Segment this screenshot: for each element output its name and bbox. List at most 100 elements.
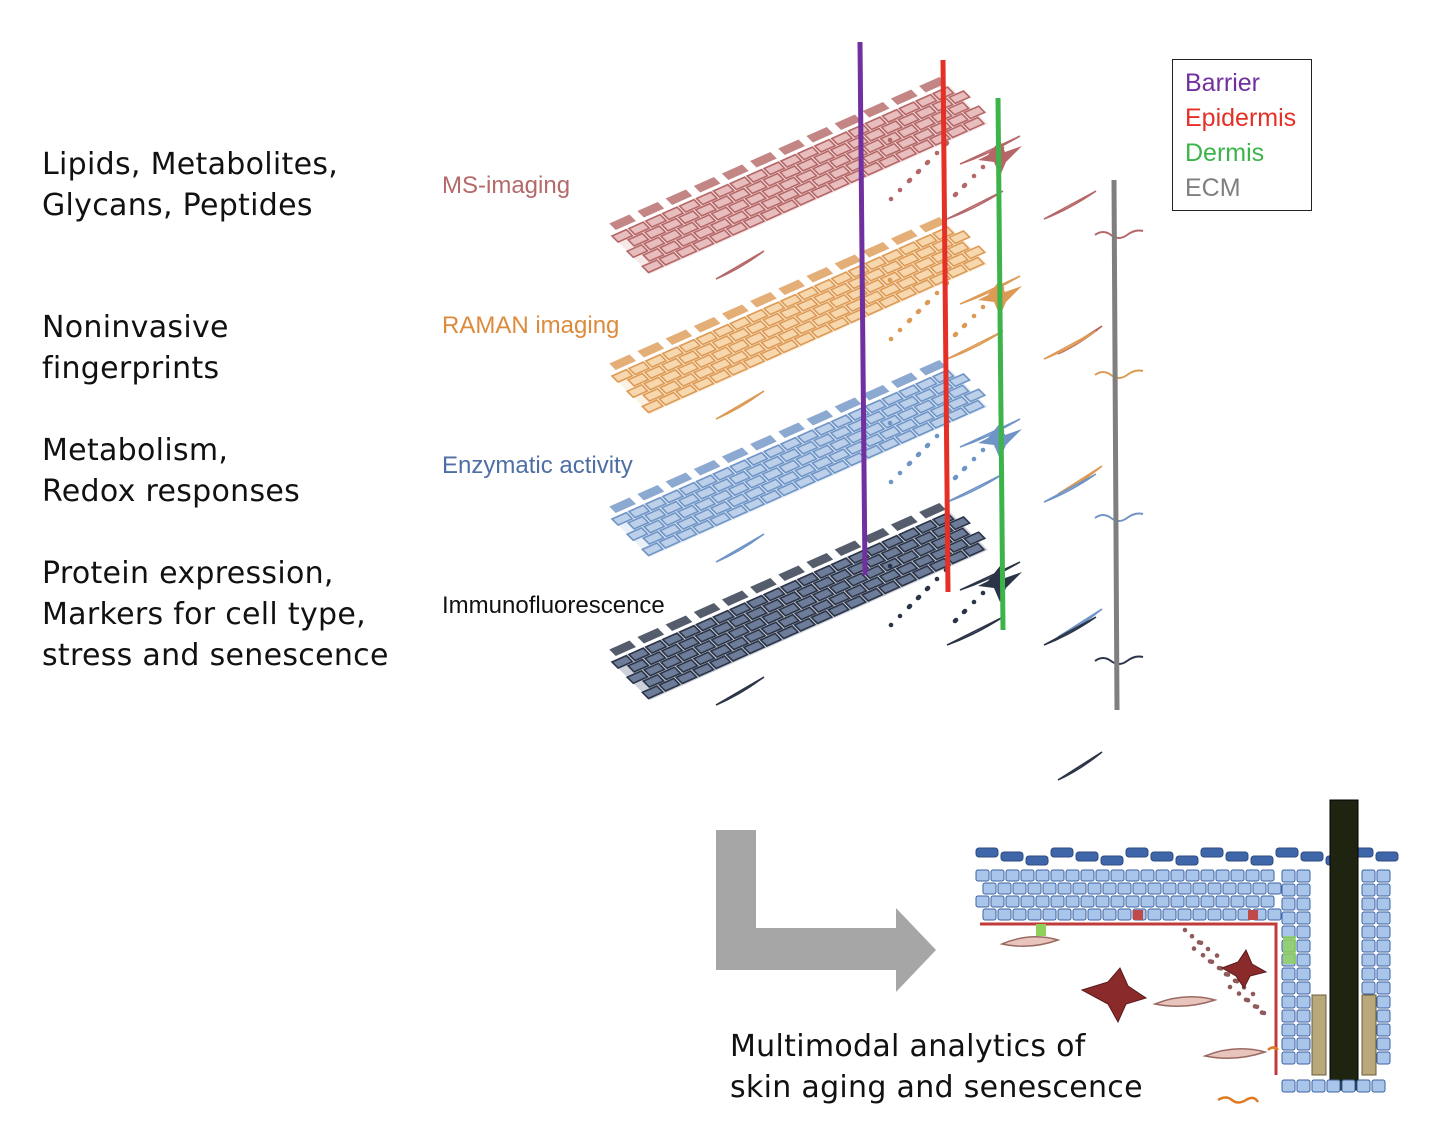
keratinocyte xyxy=(1005,895,1020,908)
cell xyxy=(863,127,887,142)
follicle-keratinocyte xyxy=(1296,925,1311,939)
cell xyxy=(864,116,888,131)
keratinocyte xyxy=(1080,895,1095,908)
molecule-dot xyxy=(1182,927,1188,933)
molecule-dot xyxy=(887,277,893,283)
cell xyxy=(657,677,682,692)
follicle-keratinocyte xyxy=(1376,939,1391,953)
cell xyxy=(793,331,817,346)
cell xyxy=(641,387,666,403)
corneocyte xyxy=(1200,847,1224,858)
cell xyxy=(761,455,786,470)
cell xyxy=(642,236,666,251)
barrier-cell xyxy=(609,354,636,370)
cell xyxy=(728,187,752,202)
dermis-line xyxy=(995,97,1006,631)
cell xyxy=(946,538,970,554)
cell xyxy=(897,101,922,116)
follicle-keratinocyte xyxy=(1281,869,1296,883)
cell xyxy=(962,116,986,131)
corneocyte xyxy=(1225,851,1249,862)
cell xyxy=(761,183,785,199)
cell xyxy=(912,127,936,143)
cell xyxy=(693,639,717,655)
follicle-keratinocyte xyxy=(1296,995,1311,1009)
keratinocyte xyxy=(990,895,1005,908)
cell xyxy=(674,527,698,542)
cell xyxy=(658,240,682,255)
ecm-fiber xyxy=(1094,512,1144,522)
skin-section-illustration xyxy=(975,799,1399,1104)
cell xyxy=(776,339,800,354)
cell xyxy=(661,206,685,221)
cell xyxy=(810,172,835,188)
follicle-keratinocyte xyxy=(1281,1023,1296,1037)
cell xyxy=(728,602,753,617)
cell xyxy=(912,553,936,569)
cell xyxy=(878,142,902,158)
cell xyxy=(793,180,818,195)
cell xyxy=(794,451,818,467)
follicle-keratinocyte xyxy=(1296,939,1311,953)
cell xyxy=(659,511,683,527)
follicle-keratinocyte xyxy=(1376,1037,1391,1051)
cell xyxy=(878,425,902,441)
cell xyxy=(642,376,666,391)
corneocyte xyxy=(1300,851,1324,862)
cell xyxy=(776,199,800,214)
cell xyxy=(914,93,938,109)
corneocyte xyxy=(1000,851,1024,862)
keratinocyte xyxy=(1102,908,1117,921)
cell xyxy=(728,470,752,485)
cell xyxy=(863,410,887,425)
molecule-dot xyxy=(1245,997,1251,1003)
cell xyxy=(760,335,784,350)
keratinocyte xyxy=(1095,895,1110,908)
barrier-cell xyxy=(693,603,721,619)
keratinocyte xyxy=(997,882,1012,895)
cell xyxy=(708,369,732,384)
barrier-cell xyxy=(778,139,805,155)
cell xyxy=(810,467,834,482)
keratinocyte xyxy=(1072,882,1087,895)
cell xyxy=(946,241,971,256)
ecm-fiber xyxy=(1094,369,1144,379)
molecule-dot xyxy=(934,433,940,439)
cell xyxy=(676,361,700,376)
cell xyxy=(829,568,853,583)
imaging-layers xyxy=(609,77,1144,781)
cell xyxy=(862,278,886,294)
follicle-keratinocyte xyxy=(1296,1023,1311,1037)
cell xyxy=(811,161,835,176)
cell xyxy=(694,202,718,217)
follicle-keratinocyte xyxy=(1281,911,1296,925)
cell xyxy=(727,198,751,214)
cell xyxy=(897,538,921,553)
follicle-keratinocyte xyxy=(1296,953,1311,967)
cell xyxy=(779,436,803,452)
molecule-dot xyxy=(925,159,931,165)
cell xyxy=(830,414,854,429)
follicle-keratinocyte xyxy=(1296,911,1311,925)
keratinocyte xyxy=(1147,882,1162,895)
cell xyxy=(709,643,733,659)
cell xyxy=(894,286,918,301)
cell xyxy=(796,146,820,161)
bulb-cell xyxy=(1311,1079,1326,1093)
cell xyxy=(627,504,651,519)
keratinocyte xyxy=(1192,908,1207,921)
cell xyxy=(843,595,867,610)
molecule-dot xyxy=(888,336,894,342)
molecule-dot xyxy=(897,613,903,619)
cell xyxy=(644,639,668,655)
cell xyxy=(830,131,854,146)
barrier-cell xyxy=(750,435,777,451)
cell xyxy=(810,455,835,471)
cell xyxy=(793,606,818,621)
keratinocyte xyxy=(1162,908,1177,921)
cell xyxy=(914,105,938,120)
fibroblast xyxy=(959,561,1021,591)
cell xyxy=(661,346,685,361)
keratinocyte xyxy=(1050,895,1065,908)
cell xyxy=(795,440,819,455)
